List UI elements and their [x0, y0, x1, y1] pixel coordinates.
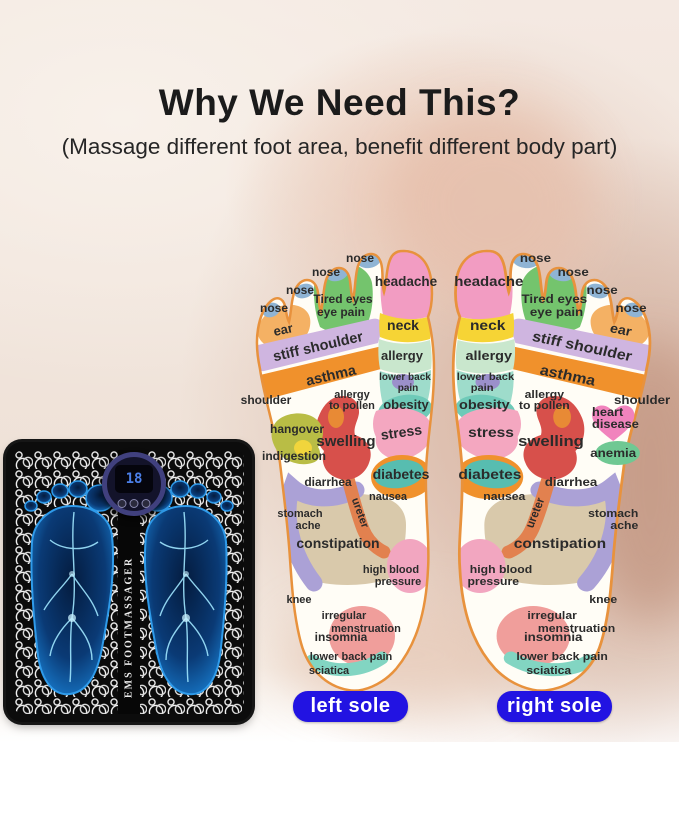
zone-label-nose: nose: [260, 301, 288, 315]
zone-label-stomach-ache: stomach: [277, 508, 323, 520]
zone-label-ear: ear: [272, 320, 294, 339]
zone-label-heart-disease: disease: [592, 418, 639, 431]
bottom-white-strip: [0, 742, 679, 817]
right-sole-button[interactable]: right sole: [497, 691, 612, 722]
zone-label-indigestion: indigestion: [262, 449, 326, 463]
zone-label-high-blood-pressure: pressure: [375, 576, 421, 588]
zone-label-allergy-pollen: allergy: [525, 389, 565, 401]
zone-label-insomnia: insomnia: [524, 631, 583, 644]
zone-label-diarrhea: diarrhea: [545, 476, 599, 489]
zone-label-anemia: anemia: [590, 447, 637, 460]
zone-label-swelling: swelling: [316, 433, 375, 450]
page-subtitle: (Massage different foot area, benefit di…: [61, 134, 618, 159]
zone-anemia: [595, 441, 640, 465]
zone-label-nausea: nausea: [369, 491, 408, 503]
massager-controller[interactable]: 18: [102, 452, 166, 516]
right-sole-diagram: nose nose nose nose headache Tired eyes …: [451, 249, 670, 699]
zone-label-nose: nose: [587, 284, 618, 297]
zone-label-stomach-ache: ache: [295, 520, 320, 532]
zone-label-irregular-menstruation: menstruation: [538, 623, 615, 635]
zone-label-allergy-pollen: to pollen: [519, 400, 570, 412]
ems-massager-product-image: EMS FOOTMASSAGER 18: [6, 442, 252, 722]
left-sole-diagram: nose nose nose nose headache Tired eyes …: [256, 249, 436, 699]
zone-label-constipation: constipation: [514, 537, 606, 552]
zone-label-insomnia: insomnia: [315, 630, 368, 644]
zone-label-obesity: obesity: [459, 398, 510, 412]
zone-label-sciatica: sciatica: [309, 665, 350, 677]
zone-label-allergy: allergy: [465, 349, 512, 363]
zone-label-tired-eyes: eye pain: [317, 305, 365, 319]
zone-heart-disease: [592, 405, 635, 441]
zone-label-tired-eyes: Tired eyes: [522, 293, 588, 306]
zone-label-neck: neck: [387, 317, 419, 333]
zone-label-swelling: swelling: [518, 434, 584, 450]
zone-label-irregular-menstruation: menstruation: [331, 623, 401, 635]
zone-label-headache: headache: [375, 274, 438, 289]
zone-label-nose: nose: [558, 266, 589, 279]
zone-label-neck: neck: [470, 319, 506, 334]
zone-label-shoulder: shoulder: [614, 394, 670, 407]
left-sole-button[interactable]: left sole: [293, 691, 408, 722]
zone-label-nausea: nausea: [483, 491, 526, 503]
zone-label-allergy: allergy: [381, 348, 424, 363]
zone-label-lower-back: lower back: [379, 372, 431, 383]
zone-label-knee: knee: [286, 594, 311, 606]
zone-label-allergy-pollen: to pollen: [329, 400, 375, 412]
zone-label-tired-eyes: eye pain: [530, 306, 583, 319]
zone-label-high-blood-pressure: pressure: [467, 576, 519, 588]
zone-label-nose: nose: [312, 265, 340, 279]
zone-label-lower-back: pain: [398, 383, 419, 394]
zone-label-nose: nose: [346, 251, 374, 265]
zone-label-stress: stress: [468, 426, 514, 441]
zone-label-knee: knee: [589, 594, 617, 606]
zone-label-sciatica: sciatica: [526, 665, 571, 677]
zone-label-high-blood-pressure: high blood: [363, 564, 419, 576]
zone-label-heart-disease: heart: [592, 406, 623, 419]
product-brand-label: EMS FOOTMASSAGER: [123, 556, 135, 698]
zone-label-diabetes: diabetes: [373, 466, 430, 482]
zone-label-irregular-menstruation: irregular: [527, 610, 577, 622]
zone-label-headache: headache: [454, 275, 523, 290]
zone-label-diarrhea: diarrhea: [304, 475, 352, 489]
zone-label-diabetes: diabetes: [458, 468, 521, 483]
mat-center-strip: EMS FOOTMASSAGER: [118, 450, 140, 714]
zone-label-lower-back: pain: [471, 382, 494, 393]
zone-label-lower-back-pain: lower back pain: [310, 651, 393, 663]
zone-label-nose: nose: [520, 252, 551, 265]
zone-indigestion: [294, 440, 312, 456]
zone-label-stomach-ache: ache: [610, 520, 638, 532]
zone-label-irregular-menstruation: irregular: [322, 610, 367, 622]
zone-label-obesity: obesity: [383, 397, 429, 412]
controller-buttons[interactable]: [117, 499, 151, 508]
zone-label-lower-back-pain: lower back pain: [516, 651, 608, 663]
controller-display: 18: [115, 465, 153, 493]
zone-label-nose: nose: [286, 283, 314, 297]
zone-label-allergy-pollen: allergy: [334, 389, 370, 401]
page-title: Why We Need This?: [158, 82, 521, 123]
zone-label-constipation: constipation: [296, 535, 379, 551]
zone-label-shoulder: shoulder: [241, 393, 292, 407]
zone-label-stress: stress: [380, 421, 423, 443]
zone-label-stomach-ache: stomach: [588, 508, 638, 520]
zone-label-nose: nose: [615, 302, 646, 315]
zone-label-high-blood-pressure: high blood: [470, 564, 532, 576]
zone-label-hangover: hangover: [270, 422, 324, 436]
zone-label-ear: ear: [609, 321, 634, 339]
zone-label-lower-back: lower back: [457, 371, 515, 382]
zone-label-tired-eyes: Tired eyes: [313, 292, 372, 306]
